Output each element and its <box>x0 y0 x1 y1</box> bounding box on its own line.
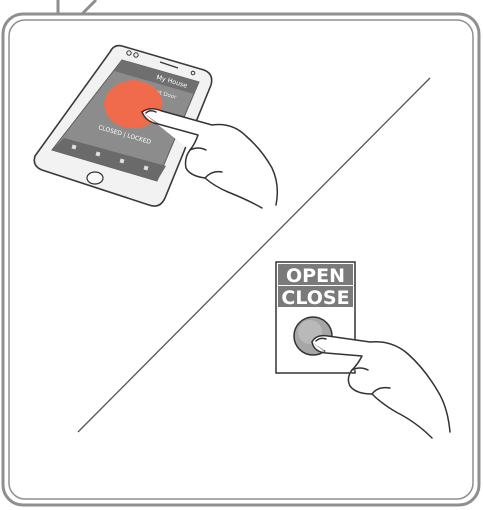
inner-frame <box>9 20 473 499</box>
close-label: CLOSE <box>281 287 349 309</box>
phone-action-button[interactable] <box>104 80 162 128</box>
phone-home-button[interactable] <box>87 172 103 184</box>
frame-top-connector <box>58 0 96 14</box>
open-label: OPEN <box>286 265 345 287</box>
